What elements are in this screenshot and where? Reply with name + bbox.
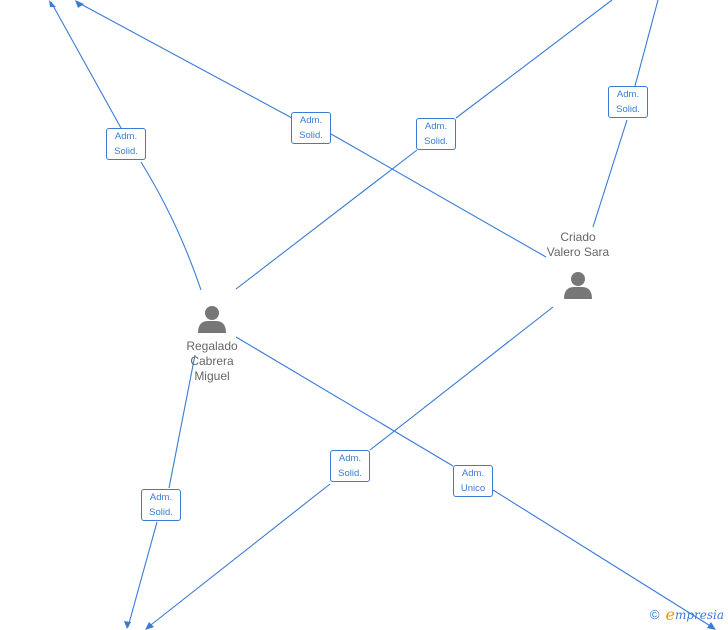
role-box-adm-solid[interactable]: Adm. Solid. bbox=[330, 450, 370, 482]
role-line: Solid. bbox=[114, 146, 138, 157]
role-line: Solid. bbox=[299, 130, 323, 141]
role-box-adm-solid[interactable]: Adm. Solid. bbox=[416, 118, 456, 150]
role-line: Adm. bbox=[461, 468, 485, 479]
role-line: Adm. bbox=[616, 89, 640, 100]
person-node-criado[interactable]: Criado Valero Sara bbox=[540, 230, 616, 301]
person-name-line: Regalado bbox=[186, 339, 238, 353]
role-line: Unico bbox=[460, 483, 486, 494]
arrowhead bbox=[707, 622, 716, 630]
role-box-adm-unico[interactable]: Adm. Unico bbox=[453, 465, 493, 497]
role-line: Adm. bbox=[299, 115, 323, 126]
edge-criado-r4 bbox=[592, 119, 628, 228]
edge-r6-bottomleft bbox=[146, 483, 331, 629]
person-icon bbox=[198, 306, 226, 333]
role-line: Solid. bbox=[424, 136, 448, 147]
role-line: Adm. bbox=[149, 492, 173, 503]
role-box-adm-solid[interactable]: Adm. Solid. bbox=[106, 128, 146, 160]
role-line: Solid. bbox=[149, 507, 173, 518]
role-box-adm-solid[interactable]: Adm. Solid. bbox=[141, 489, 181, 521]
person-name-line: Valero Sara bbox=[546, 245, 610, 259]
person-name-line: Miguel bbox=[194, 369, 230, 383]
brand-logo-text: mpresia bbox=[674, 607, 724, 622]
edge-regalado-r5 bbox=[168, 354, 196, 489]
empresia-watermark: © e mpresia bbox=[650, 605, 724, 624]
edge-r1-topleft bbox=[50, 1, 122, 129]
role-line: Adm. bbox=[114, 131, 138, 142]
edge-r2-topleft bbox=[76, 1, 293, 119]
edge-regalado-r3 bbox=[235, 149, 418, 290]
edge-criado-r2 bbox=[330, 133, 547, 258]
role-line: Solid. bbox=[338, 468, 362, 479]
person-name-line: Cabrera bbox=[190, 354, 234, 368]
role-box-adm-solid[interactable]: Adm. Solid. bbox=[291, 112, 331, 144]
role-line: Solid. bbox=[616, 104, 640, 115]
brand-logo-e: e bbox=[665, 605, 675, 624]
role-line: Adm. bbox=[424, 121, 448, 132]
edge-regalado-r7 bbox=[235, 336, 454, 467]
arrowhead bbox=[124, 621, 131, 629]
edge-r5-bottomleft bbox=[127, 521, 158, 628]
arrowhead bbox=[75, 0, 84, 8]
arrowhead bbox=[145, 622, 154, 630]
edge-regalado-r1 bbox=[140, 161, 202, 291]
person-name-line: Criado bbox=[560, 230, 596, 244]
person-icon bbox=[564, 272, 592, 299]
edge-r4-topright bbox=[634, 0, 659, 87]
arrowhead bbox=[49, 0, 56, 7]
role-line: Adm. bbox=[338, 453, 362, 464]
person-node-regalado[interactable]: Regalado Cabrera Miguel bbox=[181, 303, 243, 384]
edge-r7-bottomright bbox=[492, 489, 713, 628]
role-box-adm-solid[interactable]: Adm. Solid. bbox=[608, 86, 648, 118]
copyright-symbol: © bbox=[649, 607, 660, 622]
edge-criado-r6 bbox=[369, 306, 554, 451]
edge-r3-topright bbox=[455, 0, 613, 119]
